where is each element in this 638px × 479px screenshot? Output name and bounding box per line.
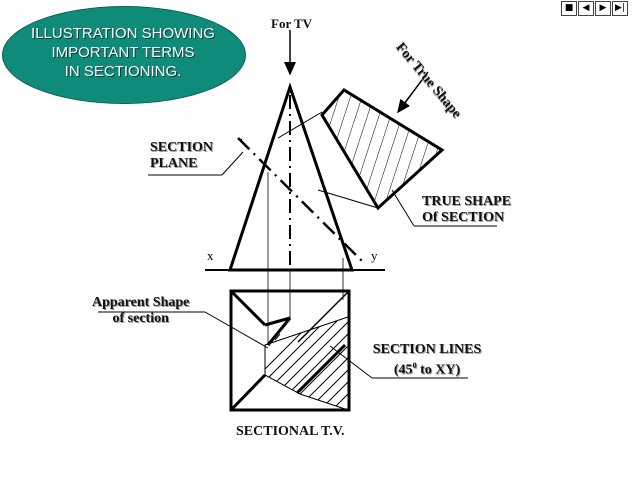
- true-shape-label-line-1: TRUE SHAPE: [422, 194, 512, 209]
- degree-superscript: 0: [412, 361, 417, 370]
- apparent-shape-label-line-2: of section: [112, 311, 169, 326]
- title-line-1: ILLUSTRATION SHOWING: [31, 25, 215, 42]
- title-banner: [2, 6, 246, 104]
- true-shape: [320, 88, 445, 211]
- true-shape-label-line-2: Of SECTION: [422, 210, 505, 225]
- last-slide-icon[interactable]: ▶|: [612, 1, 628, 16]
- true-shape-label: TRUE SHAPE Of SECTION: [422, 194, 511, 226]
- section-lines-label-line-1: SECTION LINES: [372, 342, 482, 357]
- sectional-tv-label: SECTIONAL T.V.: [236, 424, 345, 439]
- apparent-shape-label-line-1: Apparent Shape: [92, 295, 190, 310]
- title-banner-text: ILLUSTRATION SHOWING IMPORTANT TERMS IN …: [8, 24, 238, 81]
- next-slide-icon[interactable]: ▶: [595, 1, 611, 16]
- section-lines-angle-post: to XY): [416, 362, 461, 378]
- x-label: x: [207, 248, 214, 263]
- section-lines-angle-pre: (45: [393, 362, 413, 378]
- previous-slide-icon[interactable]: ◀: [578, 1, 594, 16]
- sectional-top-view: [229, 289, 351, 412]
- true-shape-arrow: [397, 71, 429, 114]
- section-lines-label-line-2: (450 to XY): [362, 358, 492, 379]
- first-slide-icon[interactable]: ■: [561, 1, 577, 16]
- section-plane-label: SECTION PLANE: [150, 140, 213, 172]
- section-plane-label-line-1: SECTION: [150, 140, 214, 155]
- projector-2: [317, 189, 379, 209]
- title-line-2: IMPORTANT TERMS: [51, 44, 195, 61]
- y-label: y: [371, 248, 378, 263]
- title-line-3: IN SECTIONING.: [64, 63, 182, 80]
- section-lines-label: SECTION LINES (450 to XY): [362, 342, 492, 379]
- section-plane-label-line-2: PLANE: [150, 156, 198, 171]
- slide-navigation: ■ ◀ ▶ ▶|: [560, 1, 628, 16]
- projector-1: [277, 111, 323, 139]
- apparent-shape-label: Apparent Shape of section: [92, 295, 189, 327]
- for-tv-label: For TV: [271, 16, 313, 31]
